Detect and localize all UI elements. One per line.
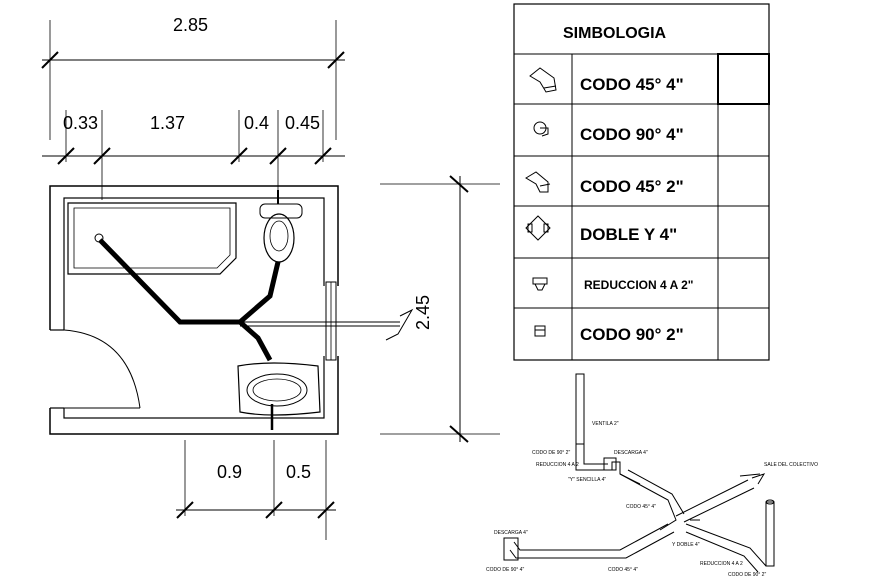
- iso-label-reduccion-bottom: REDUCCION 4 A 2: [700, 561, 743, 567]
- legend-label-3: CODO 45° 2": [580, 177, 684, 196]
- dimension-total-width: 2.85: [41, 15, 345, 140]
- legend-label-4: DOBLE Y 4": [580, 225, 677, 244]
- legend-title: SIMBOLOGIA: [563, 25, 667, 42]
- dim-height: 2.45: [413, 295, 433, 330]
- dim-d4: 0.45: [285, 113, 320, 133]
- dim-d2: 1.37: [150, 113, 185, 133]
- legend-label-1: CODO 45° 4": [580, 75, 684, 94]
- elbow-45-small-icon: [525, 171, 551, 193]
- floor-plan: 2.85 0.33 1.37 0.4 0.45: [41, 15, 500, 540]
- sink: [237, 362, 321, 430]
- iso-label-sencilla: "Y" SENCILLA 4": [568, 477, 606, 483]
- drain-pipes: [98, 238, 414, 362]
- elbow-90-icon: [533, 121, 549, 137]
- iso-label-doble: Y DOBLE 4": [672, 542, 700, 548]
- walls: [45, 185, 342, 435]
- dim-total-width: 2.85: [173, 15, 208, 35]
- legend-label-6: CODO 90° 2": [580, 325, 684, 344]
- iso-label-sale: SALE DEL COLECTIVO: [764, 462, 818, 468]
- legend-table: SIMBOLOGIA CODO 45° 4" CODO 90° 4" CODO …: [513, 3, 770, 361]
- iso-label-codo45: CODO 45° 4": [626, 504, 656, 510]
- iso-label-codo45-bottom: CODO 45° 4": [608, 567, 638, 573]
- legend-label-2: CODO 90° 4": [580, 125, 684, 144]
- dim-bottom1: 0.9: [217, 462, 242, 482]
- dim-d3: 0.4: [244, 113, 269, 133]
- dim-d1: 0.33: [63, 113, 98, 133]
- elbow-90-small-icon: [534, 325, 546, 337]
- iso-label-codo90-4-bottom: CODO DE 90° 4": [486, 567, 524, 573]
- dim-bottom2: 0.5: [286, 462, 311, 482]
- dimension-segments: 0.33 1.37 0.4 0.45: [42, 110, 345, 200]
- dimension-height: 2.45: [380, 175, 500, 443]
- legend-label-5: REDUCCION 4 A 2": [584, 278, 693, 292]
- iso-label-reduccion: REDUCCION 4 A 2: [536, 462, 579, 468]
- double-y-icon: [525, 215, 551, 241]
- dimension-bottom: 0.9 0.5: [176, 440, 336, 540]
- toilet: [259, 190, 303, 263]
- iso-label-descarga4-left: DESCARGA 4": [494, 530, 528, 536]
- iso-label-descarga4-top: DESCARGA 4": [614, 450, 648, 456]
- iso-label-codo90-2-top: CODO DE 90° 2": [532, 450, 570, 456]
- reducer-icon: [532, 277, 548, 291]
- bathtub: [67, 202, 237, 275]
- iso-label-ventila: VENTILA 2": [592, 421, 619, 427]
- elbow-45-icon: [529, 67, 557, 93]
- iso-label-codo90-2-bottom: CODO DE 90° 2": [728, 572, 766, 578]
- isometric-piping: VENTILA 2" CODO DE 90° 2" DESCARGA 4" RE…: [486, 373, 818, 578]
